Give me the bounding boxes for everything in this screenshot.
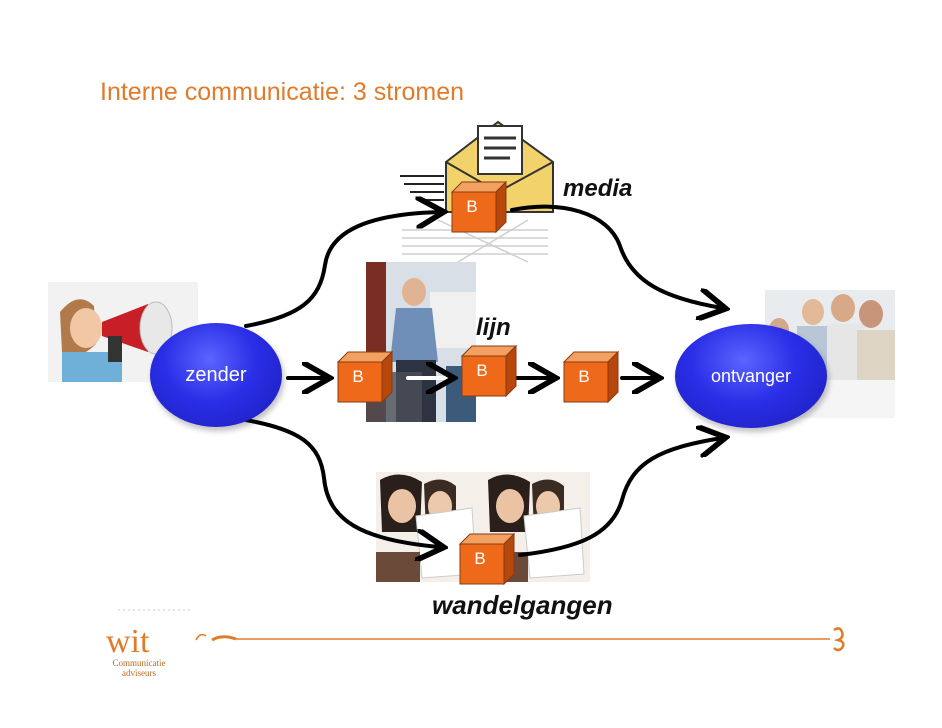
channel-label-wandelgangen: wandelgangen (432, 590, 613, 620)
receiver-label: ontvanger (710, 365, 792, 386)
logo-subtitle: Communicatie adviseurs (104, 658, 174, 678)
megaphone-person-photo (48, 282, 198, 382)
channel-label-lijn: lijn (476, 314, 511, 341)
wit-logo: wit (104, 620, 174, 690)
wandelgangen-flow-arrow-out (518, 438, 722, 557)
message-box-lijn-3: B (560, 348, 620, 404)
message-box-label: B (466, 197, 478, 216)
logo-wordmark: wit (106, 623, 150, 660)
channel-label-media: media (563, 175, 633, 202)
message-box-label: B (476, 361, 488, 380)
message-box-lijn-1: B (334, 348, 394, 404)
sender-node: zender (150, 323, 282, 427)
message-box-lijn-2: B (458, 342, 518, 398)
message-box-label: B (474, 549, 486, 568)
logo-subtitle-line2: adviseurs (122, 668, 156, 678)
wandelgangen-flow-arrow-in (244, 418, 440, 547)
media-flow-arrow-in (244, 212, 440, 328)
receiver-node: ontvanger (675, 324, 827, 428)
message-box-label: B (352, 367, 364, 386)
message-box-wandelgangen: B (456, 530, 516, 586)
message-box-label: B (578, 367, 590, 386)
slide-title: Interne communicatie: 3 stromen (100, 78, 465, 106)
media-flow-arrow-out (510, 204, 722, 308)
logo-subtitle-line1: Communicatie (112, 658, 166, 668)
sender-label: zender (185, 363, 247, 386)
message-box-media: B (448, 178, 508, 234)
